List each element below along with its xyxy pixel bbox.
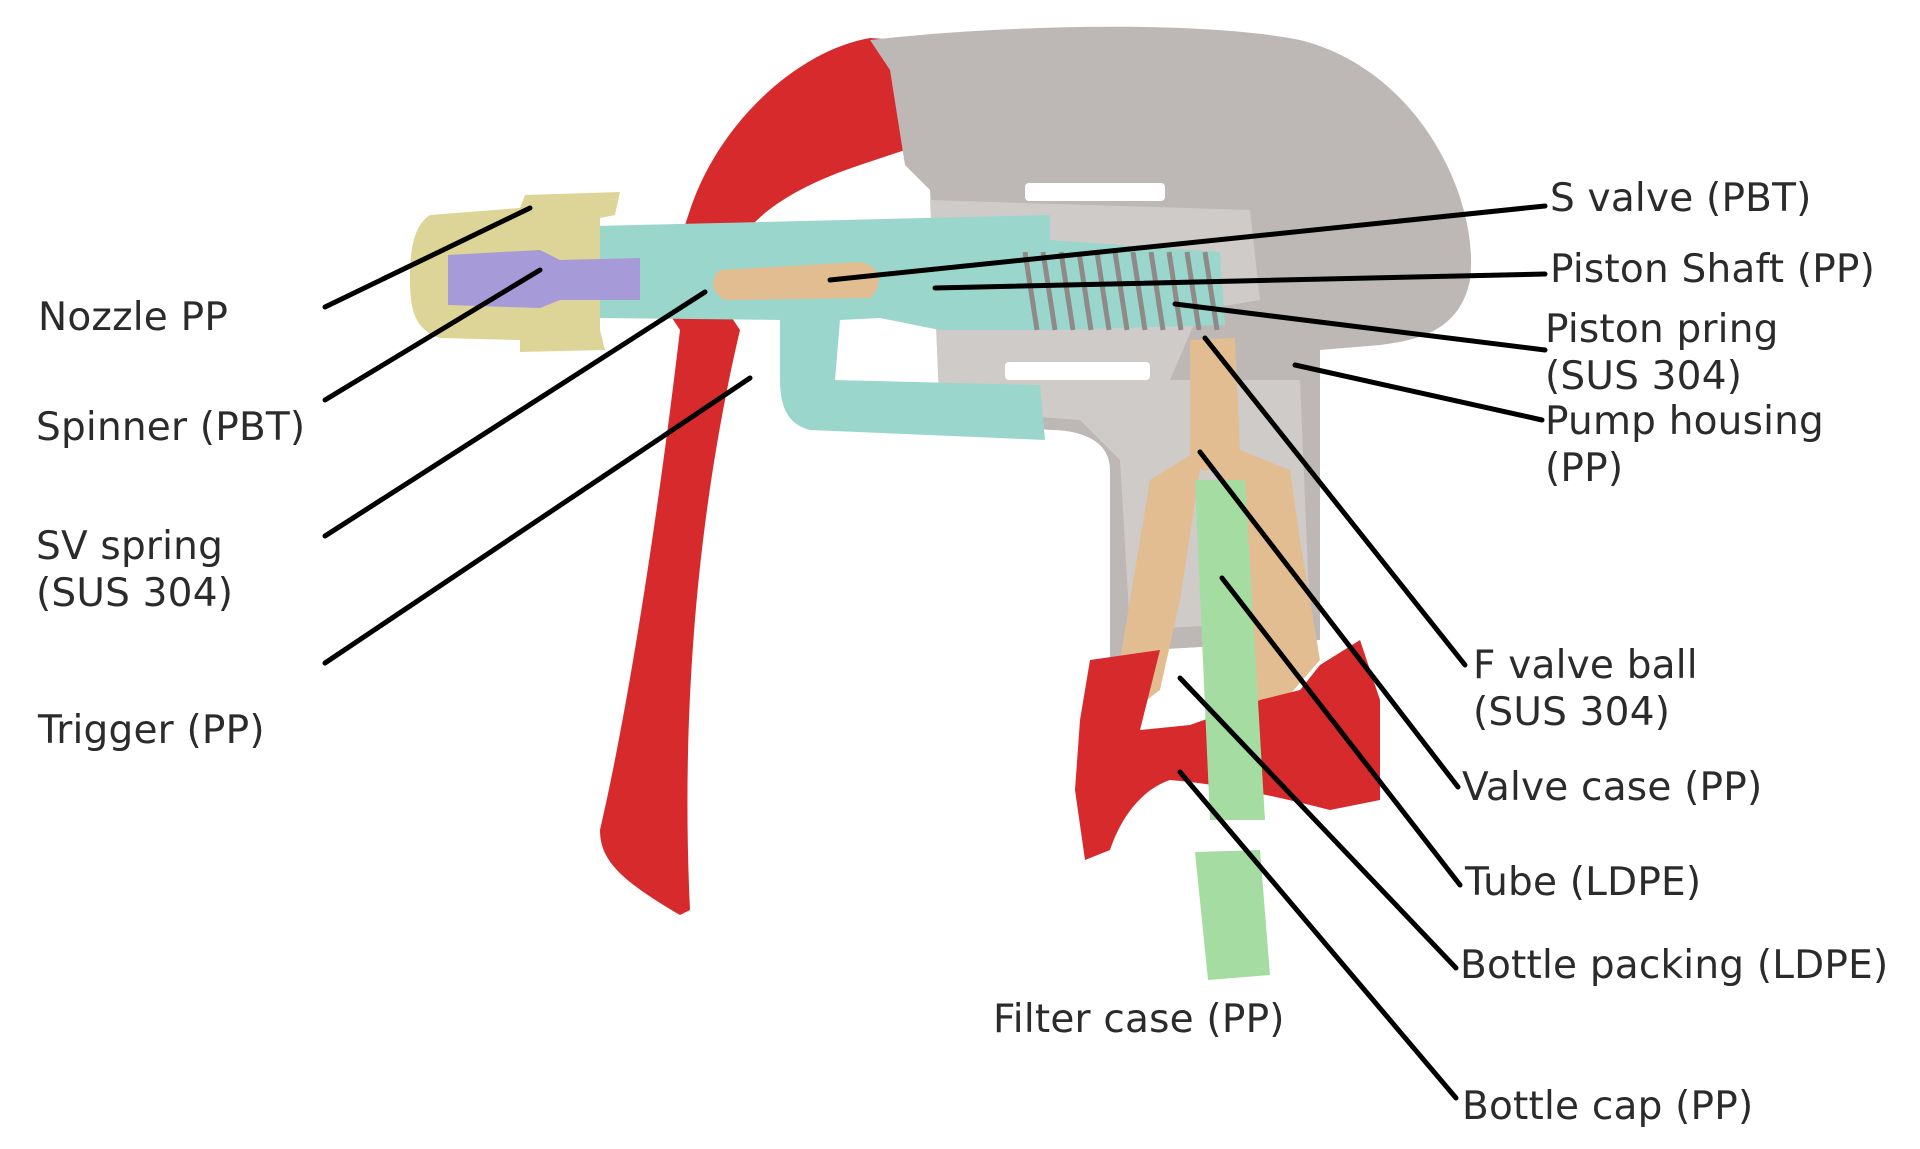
leader-tube: [1219, 575, 1463, 888]
label-spinner: Spinner (PBT): [36, 404, 305, 451]
label-piston-shaft-text: Piston Shaft (PP): [1550, 247, 1876, 292]
leader-valve-case: [1197, 449, 1461, 790]
spring-coil: [1202, 251, 1220, 331]
label-piston-spring: Piston pring (SUS 304): [1545, 306, 1779, 400]
leader-nozzle: [322, 205, 533, 310]
spring-coil: [1094, 251, 1112, 331]
leader-trigger: [322, 375, 753, 666]
spring-coil: [1148, 251, 1166, 331]
tube-part: [1195, 480, 1265, 820]
s-valve-part: [713, 262, 879, 300]
leader-bottle-cap: [1177, 769, 1459, 1101]
label-valve-case-text: Valve case (PP): [1462, 765, 1763, 810]
filter-case-part: [1195, 850, 1270, 980]
piston-spring-coils: [1022, 251, 1220, 331]
valve-case-part: [1115, 338, 1320, 720]
label-nozzle: Nozzle PP: [38, 294, 228, 341]
label-nozzle-text: Nozzle PP: [38, 295, 229, 340]
label-piston-shaft: Piston Shaft (PP): [1550, 246, 1875, 293]
spring-coil: [1184, 251, 1202, 331]
spring-coil: [1112, 251, 1130, 331]
leader-sv-spring: [322, 289, 708, 539]
label-pump-housing-line1: Pump housing: [1545, 399, 1825, 444]
label-tube-text: Tube (LDPE): [1465, 860, 1702, 905]
spring-coil: [1076, 251, 1094, 331]
label-s-valve-text: S valve (PBT): [1550, 176, 1812, 221]
leader-spinner: [322, 267, 543, 403]
spinner-part: [448, 250, 640, 308]
label-piston-spring-line1: Piston pring: [1545, 307, 1779, 352]
label-s-valve: S valve (PBT): [1550, 175, 1812, 222]
spring-coil: [1040, 251, 1058, 331]
label-filter-case: Filter case (PP): [993, 996, 1285, 1043]
label-f-valve-ball: F valve ball (SUS 304): [1473, 642, 1698, 736]
leader-s-valve: [827, 203, 1548, 283]
leader-bottle-packing: [1177, 675, 1459, 971]
label-tube: Tube (LDPE): [1465, 859, 1701, 906]
label-trigger-text: Trigger (PP): [38, 708, 265, 753]
label-piston-spring-line2: (SUS 304): [1545, 354, 1743, 399]
label-sv-spring-line2: (SUS 304): [36, 571, 234, 616]
label-pump-housing: Pump housing (PP): [1545, 398, 1824, 492]
leader-piston-shaft: [932, 271, 1548, 291]
label-trigger: Trigger (PP): [38, 707, 265, 754]
leader-lines: [322, 203, 1548, 1101]
leader-piston-spring: [1172, 301, 1548, 353]
label-bottle-cap: Bottle cap (PP): [1462, 1083, 1753, 1130]
spring-coil: [1058, 251, 1076, 331]
label-f-valve-ball-line2: (SUS 304): [1473, 690, 1671, 735]
leader-pump-housing: [1292, 362, 1545, 423]
label-sv-spring: SV spring (SUS 304): [36, 523, 233, 617]
label-filter-case-text: Filter case (PP): [993, 997, 1285, 1042]
label-bottle-cap-text: Bottle cap (PP): [1462, 1084, 1754, 1129]
label-pump-housing-line2: (PP): [1545, 446, 1624, 491]
label-sv-spring-line1: SV spring: [36, 524, 224, 569]
housing-slot-upper: [1025, 183, 1165, 201]
leader-f-valve-ball: [1202, 335, 1468, 668]
spring-coil: [1022, 251, 1040, 331]
label-valve-case: Valve case (PP): [1462, 764, 1762, 811]
label-bottle-packing: Bottle packing (LDPE): [1460, 942, 1888, 989]
housing-slot-lower: [1005, 362, 1150, 380]
spring-coil: [1130, 251, 1148, 331]
spring-coil: [1166, 251, 1184, 331]
label-f-valve-ball-line1: F valve ball: [1473, 643, 1698, 688]
label-spinner-text: Spinner (PBT): [36, 405, 306, 450]
trigger-part: [600, 38, 905, 915]
label-bottle-packing-text: Bottle packing (LDPE): [1460, 943, 1889, 988]
